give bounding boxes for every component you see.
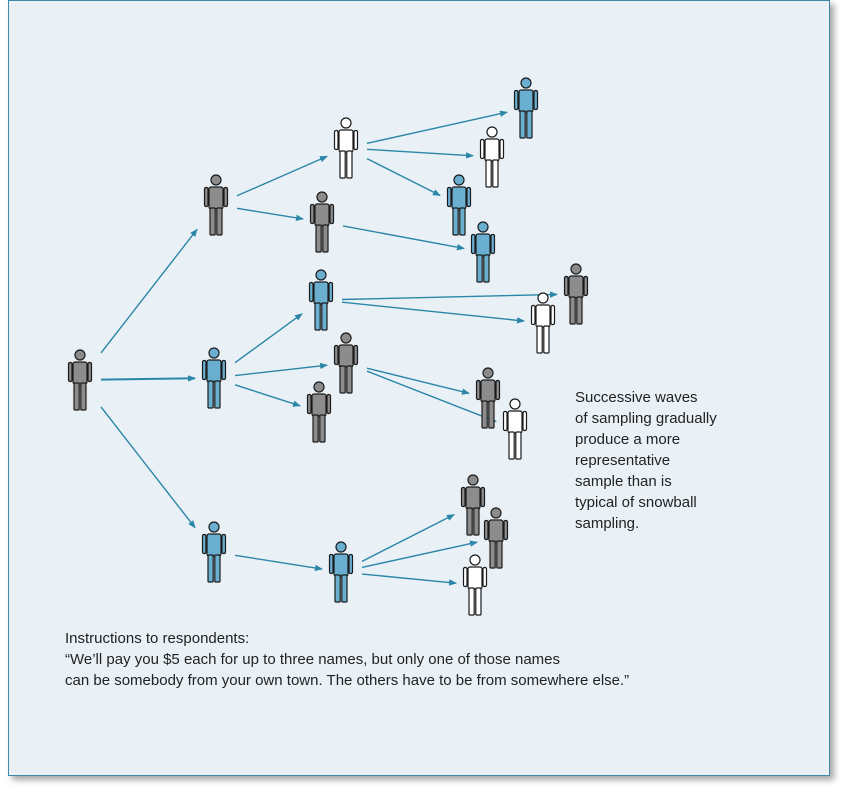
caption-line: typical of snowball <box>575 494 697 511</box>
caption-line: sampling. <box>575 515 640 532</box>
referral-arrow <box>100 375 196 382</box>
referral-arrow <box>100 406 196 529</box>
person-icon <box>563 263 589 325</box>
referral-arrow <box>366 157 441 197</box>
caption-line: sample than is <box>575 473 672 490</box>
person-icon <box>67 349 93 411</box>
referral-arrow <box>234 313 303 364</box>
referral-arrow <box>234 554 323 572</box>
person-icon <box>306 381 332 443</box>
caption-line: produce a more <box>575 431 681 448</box>
referral-arrow <box>234 362 328 377</box>
caption-line: Successive waves <box>575 389 698 406</box>
referral-arrow <box>341 301 525 324</box>
caption-line: representative <box>575 452 671 469</box>
person-icon <box>201 347 227 409</box>
person-icon <box>470 221 496 283</box>
diagram-caption: Successive waves of sampling gradually p… <box>575 387 750 534</box>
referral-arrow <box>361 573 457 586</box>
person-icon <box>530 292 556 354</box>
referral-arrow <box>366 110 508 145</box>
referral-arrows <box>100 110 558 586</box>
referral-arrow <box>234 384 301 407</box>
person-icon <box>201 521 227 583</box>
person-icon <box>333 117 359 179</box>
person-icon <box>513 77 539 139</box>
person-icon <box>462 554 488 616</box>
referral-arrow <box>366 367 470 395</box>
referral-arrow <box>361 540 478 569</box>
person-icon <box>309 191 335 253</box>
figure-panel <box>8 0 830 776</box>
referral-arrow <box>366 148 474 159</box>
referral-arrow <box>366 370 497 423</box>
person-icon <box>483 507 509 569</box>
referral-arrow <box>100 228 198 354</box>
person-icon <box>502 398 528 460</box>
referral-arrow <box>236 155 328 197</box>
person-icon <box>446 174 472 236</box>
instructions-line: can be somebody from your own town. The … <box>65 672 630 689</box>
person-icon <box>475 367 501 429</box>
referral-arrow <box>341 291 558 301</box>
person-icon <box>333 332 359 394</box>
person-icon <box>479 126 505 188</box>
referral-arrow <box>342 225 465 251</box>
person-icon <box>328 541 354 603</box>
person-icon <box>203 174 229 236</box>
person-icon <box>460 474 486 536</box>
instructions-line: “We’ll pay you $5 each for up to three n… <box>65 651 561 668</box>
person-icon <box>308 269 334 331</box>
referral-arrow <box>361 514 455 562</box>
people-nodes <box>67 77 589 616</box>
caption-line: of sampling gradually <box>575 410 717 427</box>
instructions-heading: Instructions to respondents: <box>65 630 250 647</box>
respondent-instructions: Instructions to respondents: “We’ll pay … <box>65 628 785 691</box>
referral-arrow <box>236 207 304 222</box>
